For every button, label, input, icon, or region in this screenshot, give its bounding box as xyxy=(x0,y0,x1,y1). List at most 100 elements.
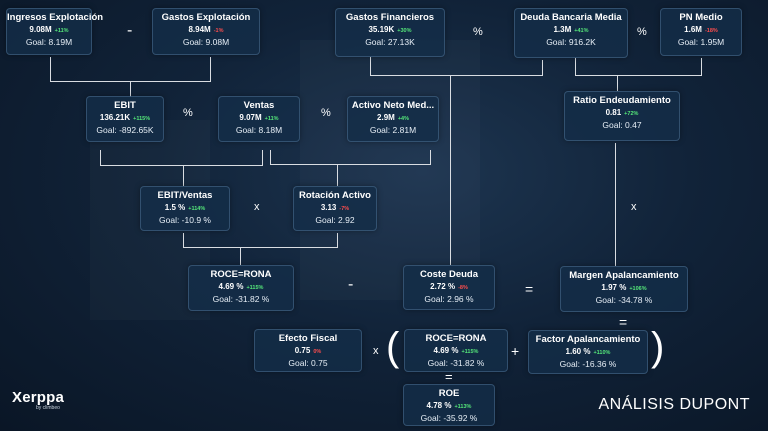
card-goal: Goal: -34.78 % xyxy=(595,295,653,305)
card-goal: Goal: 2.92 xyxy=(315,215,355,225)
card-delta: +72% xyxy=(624,111,639,117)
card-value: 2.9M xyxy=(377,113,395,122)
card-ebit-ventas[interactable]: EBIT/Ventas 1.5 %+114% Goal: -10.9 % xyxy=(140,186,230,231)
card-title: Deuda Bancaria Media xyxy=(520,12,622,23)
card-delta: +106% xyxy=(629,286,647,292)
open-parenthesis: ( xyxy=(386,325,400,369)
card-ingresos-explotacion[interactable]: Ingresos Explotación 9.08M+11% Goal: 8.1… xyxy=(6,8,104,55)
card-deuda-bancaria-media[interactable]: Deuda Bancaria Media 1.3M+41% Goal: 916.… xyxy=(514,8,628,58)
card-value: 4.69 % xyxy=(433,346,459,355)
plus-operator: + xyxy=(511,343,520,359)
connector-line xyxy=(50,57,51,81)
percent-operator: % xyxy=(183,107,193,119)
card-title: PN Medio xyxy=(679,12,723,23)
card-factor-apalancamiento[interactable]: Factor Apalancamiento 1.60 %+110% Goal: … xyxy=(528,330,648,374)
card-delta: +4% xyxy=(397,116,409,122)
card-value: 9.08M xyxy=(29,25,52,34)
card-goal: Goal: 916.2K xyxy=(546,37,596,47)
equals-operator: = xyxy=(525,281,534,297)
equals-operator: = xyxy=(619,314,628,330)
card-goal: Goal: -35.92 % xyxy=(420,413,478,423)
card-title: ROE xyxy=(438,388,460,399)
card-ventas[interactable]: Ventas 9.07M+11% Goal: 8.18M xyxy=(218,96,300,142)
card-goal: Goal: -16.36 % xyxy=(559,359,617,369)
xerppa-logo: Xerppa by climbeo xyxy=(12,389,64,411)
brand-tagline: by climbeo xyxy=(36,405,60,411)
card-roe[interactable]: ROE 4.78 %+113% Goal: -35.92 % xyxy=(403,384,495,426)
card-delta: -18% xyxy=(704,28,718,34)
card-value: 1.5 % xyxy=(164,203,186,212)
card-value: 9.07M xyxy=(239,113,262,122)
connector-line xyxy=(183,165,184,186)
card-goal: Goal: 0.75 xyxy=(288,358,328,368)
connector-line xyxy=(100,165,263,166)
card-goal: Goal: -10.9 % xyxy=(159,215,211,225)
card-ratio-endeudamiento[interactable]: Ratio Endeudamiento 0.81+72% Goal: 0.47 xyxy=(564,91,680,141)
connector-line xyxy=(210,57,211,81)
card-goal: Goal: 2.81M xyxy=(369,125,417,135)
connector-line xyxy=(240,247,241,265)
card-ebit[interactable]: EBIT 136.21K+115% Goal: -892.65K xyxy=(86,96,164,142)
card-delta: +115% xyxy=(246,285,264,291)
brand-name: Xerppa xyxy=(12,389,65,406)
card-goal: Goal: 9.08M xyxy=(182,37,230,47)
card-gastos-explotacion[interactable]: Gastos Explotación 8.94M-1% Goal: 9.08M xyxy=(152,8,260,55)
card-title: Coste Deuda xyxy=(419,269,479,280)
card-roce-rona-2[interactable]: ROCE=RONA 4.69 %+115% Goal: -31.82 % xyxy=(404,329,508,372)
card-value: 0.81 xyxy=(605,108,622,117)
times-operator: x xyxy=(254,201,260,213)
card-delta: +41% xyxy=(574,28,589,34)
card-coste-deuda[interactable]: Coste Deuda 2.72 %-8% Goal: 2.96 % xyxy=(403,265,495,310)
card-value: 1.97 % xyxy=(601,283,627,292)
card-activo-neto-medio[interactable]: Activo Neto Med... 2.9M+4% Goal: 2.81M xyxy=(347,96,439,142)
page-title: ANÁLISIS DUPONT xyxy=(598,396,750,413)
card-gastos-financieros[interactable]: Gastos Financieros 35.19K+30% Goal: 27.1… xyxy=(335,8,445,57)
card-roce-rona[interactable]: ROCE=RONA 4.69 %+115% Goal: -31.82 % xyxy=(188,265,294,311)
card-delta: 0% xyxy=(313,349,322,355)
card-margen-apalancamiento[interactable]: Margen Apalancamiento 1.97 %+106% Goal: … xyxy=(560,266,688,312)
card-goal: Goal: 8.18M xyxy=(235,125,283,135)
card-value: 1.6M xyxy=(684,25,702,34)
connector-line xyxy=(617,75,618,91)
connector-line xyxy=(575,58,576,75)
connector-line xyxy=(701,58,702,75)
card-delta: +11% xyxy=(264,116,279,122)
card-value: 1.3M xyxy=(553,25,572,34)
connector-line xyxy=(337,164,338,186)
card-goal: Goal: 2.96 % xyxy=(424,294,474,304)
card-delta: -8% xyxy=(458,285,468,291)
equals-operator: = xyxy=(445,369,453,384)
card-pn-medio[interactable]: PN Medio 1.6M-18% Goal: 1.95M xyxy=(660,8,742,56)
connector-line xyxy=(430,150,431,165)
card-value: 0.75 xyxy=(294,346,311,355)
percent-operator: % xyxy=(321,107,331,119)
percent-operator: % xyxy=(473,26,483,38)
card-goal: Goal: 27.13K xyxy=(365,37,415,47)
card-title: Ventas xyxy=(243,100,275,111)
connector-line xyxy=(270,150,271,165)
times-operator: x xyxy=(631,201,637,213)
card-title: Margen Apalancamiento xyxy=(569,270,679,281)
card-title: Ingresos Explotación xyxy=(7,12,104,23)
card-delta: +115% xyxy=(461,349,479,355)
card-delta: +110% xyxy=(593,350,611,356)
background-panel xyxy=(300,40,480,300)
card-title: Efecto Fiscal xyxy=(278,333,338,344)
card-value: 35.19K xyxy=(368,25,395,34)
card-delta: +11% xyxy=(54,28,69,34)
card-title: Factor Apalancamiento xyxy=(535,334,641,345)
card-value: 2.72 % xyxy=(430,282,456,291)
connector-line xyxy=(100,150,101,166)
connector-line xyxy=(183,233,184,247)
card-rotacion-activo[interactable]: Rotación Activo 3.13-7% Goal: 2.92 xyxy=(293,186,377,231)
card-title: EBIT/Ventas xyxy=(157,190,213,201)
connector-line xyxy=(370,57,371,75)
card-delta: +113% xyxy=(454,404,472,410)
connector-line xyxy=(270,164,431,165)
card-delta: -7% xyxy=(339,206,350,212)
card-value: 136.21K xyxy=(99,113,131,122)
connector-line xyxy=(262,150,263,166)
times-operator: x xyxy=(373,345,379,357)
percent-operator: % xyxy=(637,26,647,38)
